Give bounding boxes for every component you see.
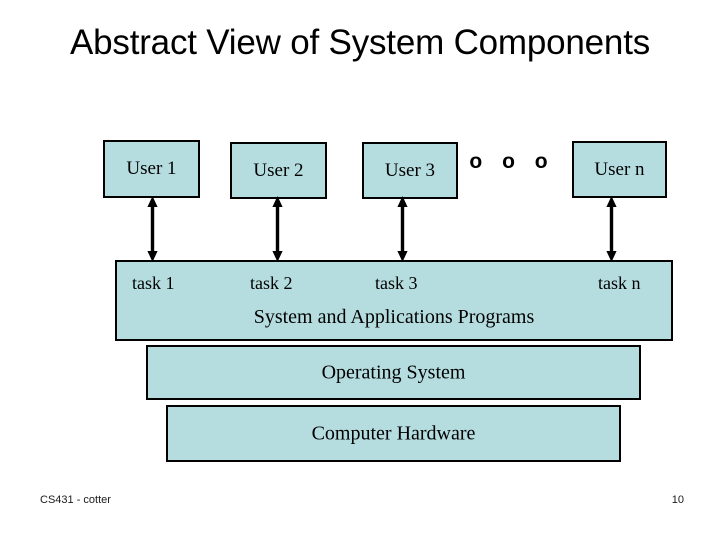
task-label-2: task 2 — [250, 273, 293, 293]
user-box-label: User 2 — [253, 159, 304, 181]
layer-label-computer-hardware: Computer Hardware — [311, 422, 476, 444]
layer-band-computer-hardware[interactable]: Computer Hardware — [166, 405, 621, 462]
footer-page-number: 10 — [671, 494, 684, 506]
user-box-1[interactable]: User 1 — [103, 140, 200, 198]
double-arrow-icon — [147, 196, 158, 262]
user-box-2[interactable]: User 2 — [230, 142, 327, 199]
double-arrow-icon — [272, 196, 283, 262]
ellipsis-dots: o o o — [469, 150, 555, 173]
task-label-n: task n — [598, 273, 641, 293]
user-box-label: User 1 — [126, 158, 177, 179]
task-label-3: task 3 — [375, 273, 418, 293]
layer-label-operating-system: Operating System — [321, 361, 466, 383]
double-arrow-icon — [606, 196, 617, 262]
layer-band-applications[interactable]: task 1 task 2 task 3 task n System and A… — [115, 260, 673, 341]
task-label-1: task 1 — [132, 273, 175, 293]
footer-course-label: CS431 - cotter — [40, 494, 111, 506]
user-box-3[interactable]: User 3 — [362, 142, 458, 199]
layer-band-operating-system[interactable]: Operating System — [146, 345, 641, 400]
user-box-n[interactable]: User n — [572, 141, 667, 198]
user-box-label: User 3 — [384, 159, 436, 181]
page-title: Abstract View of System Components — [69, 23, 651, 62]
user-box-label: User n — [594, 158, 645, 180]
double-arrow-icon — [397, 196, 408, 262]
layer-label-applications: System and Applications Programs — [253, 306, 535, 328]
